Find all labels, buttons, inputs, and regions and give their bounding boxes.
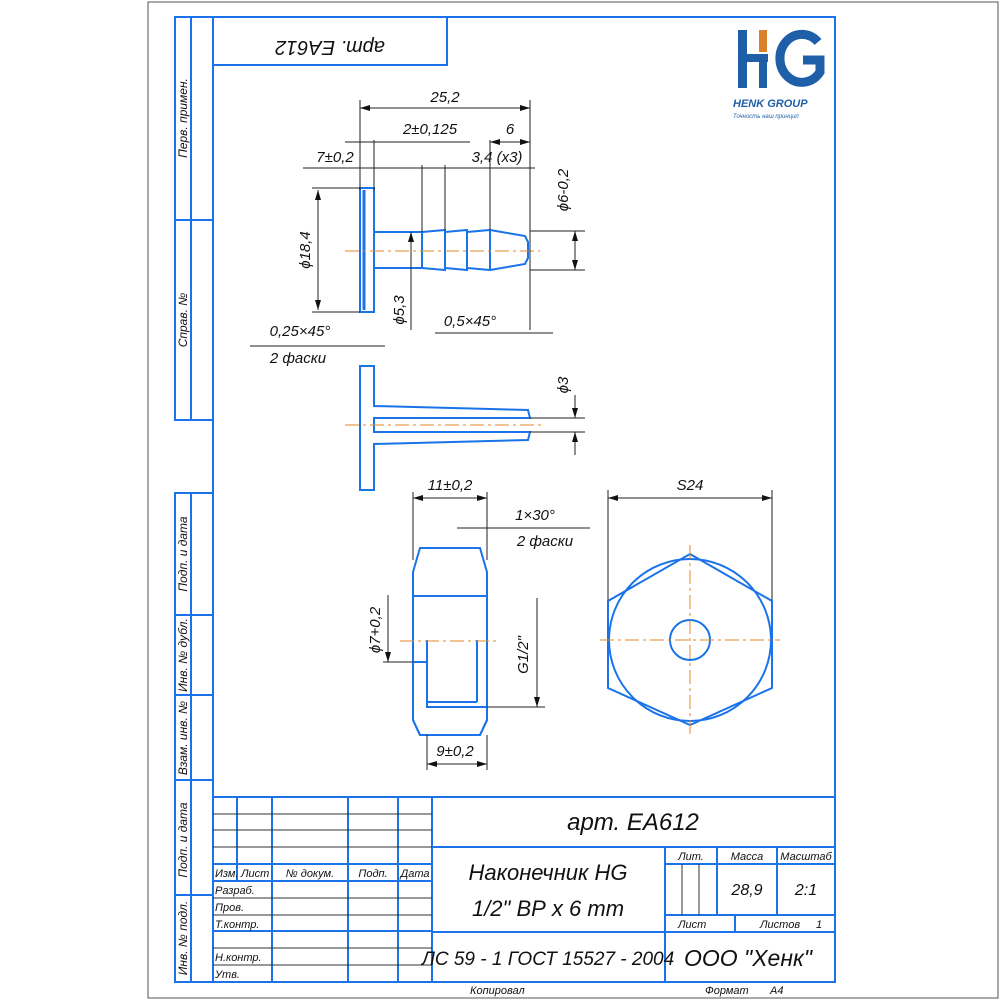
fitting-side-dimensions: 25,2 2±0,125 6 7±0,2 3,4 (x3) ϕ6-0,2 ϕ18… [250, 89, 585, 367]
format-label: Формат [705, 985, 749, 997]
article-number: арт. EA612 [567, 809, 699, 836]
format-value: A4 [769, 985, 783, 997]
scale-value: 2:1 [794, 882, 817, 899]
dim-chamfer-tip: 0,5×45° [444, 313, 496, 330]
dim-hex: S24 [677, 477, 704, 494]
part-name: Наконечник HG [468, 860, 627, 885]
dim-flange: 7±0,2 [316, 149, 354, 166]
dim-flange-diameter: ϕ18,4 [297, 231, 314, 269]
header-doc-no: № докум. [286, 868, 334, 880]
company: ООО "Хенк" [684, 945, 814, 971]
side-label: Инв. № дубл. [176, 618, 190, 692]
side-label: Подп. и дата [176, 802, 190, 877]
dim-nut-chamfer: 1×30° [515, 507, 555, 524]
side-label: Справ. № [176, 293, 190, 348]
header-sign: Подп. [358, 868, 387, 880]
dim-thread-depth: 9±0,2 [436, 743, 474, 760]
drawing-frame [174, 16, 836, 983]
side-label: Взам. инв. № [176, 701, 190, 775]
dim-groove: 2±0,125 [402, 121, 458, 138]
role-developer: Разраб. [215, 885, 255, 897]
logo-name: HENK GROUP [733, 98, 808, 110]
side-label: Подп. и дата [176, 516, 190, 591]
henk-group-logo: HENK GROUP Точность наш принцип [733, 29, 825, 120]
page-border [147, 1, 999, 999]
nut-section-view [400, 547, 500, 736]
dim-bore: ϕ3 [555, 376, 572, 393]
mass-label: Масса [731, 851, 764, 863]
material: ЛС 59 - 1 ГОСТ 15527 - 2004 [420, 949, 674, 970]
sheets-value: 1 [816, 919, 822, 931]
dim-shank-diameter: ϕ5,3 [391, 295, 408, 325]
fitting-side-view [345, 187, 540, 313]
side-strip-labels: Перв. примен. Справ. № Подп. и дата Инв.… [176, 78, 190, 975]
dim-tip-diameter: ϕ6-0,2 [555, 168, 572, 211]
top-stamp-text: арт. EA612 [275, 36, 385, 58]
header-izm: Изм. [215, 868, 238, 880]
nut-hex-view: S24 [600, 477, 780, 735]
dim-nut-chamfer-note: 2 фаски [516, 533, 574, 550]
copied-label: Копировал [470, 985, 525, 997]
dim-pitch: 3,4 (x3) [472, 149, 523, 166]
lit-label: Лит. [677, 851, 704, 863]
nut-dimensions: 11±0,2 1×30° 2 фаски ϕ7+0,2 G1/2" 9±0,2 [367, 477, 590, 770]
side-label: Перв. примен. [176, 78, 190, 158]
title-block-text: Изм. Лист № докум. Подп. Дата Разраб. Пр… [214, 809, 832, 997]
dim-thread: G1/2" [515, 635, 532, 674]
header-date: Дата [398, 868, 429, 880]
title-block [213, 796, 835, 982]
top-stamp-box [213, 17, 448, 66]
dim-nut-width: 11±0,2 [428, 477, 473, 494]
dim-chamfer-flange-note: 2 фаски [269, 350, 327, 367]
dim-tip: 6 [506, 121, 515, 138]
scale-label: Масштаб [780, 851, 832, 863]
role-tech-control: Т.контр. [215, 919, 259, 931]
role-checker: Пров. [215, 902, 244, 914]
role-norm-control: Н.контр. [215, 952, 262, 964]
sheets-label: Листов [759, 919, 800, 931]
mass-value: 28,9 [730, 882, 762, 899]
fitting-section-view: ϕ3 [345, 365, 585, 491]
dim-total-length: 25,2 [429, 89, 460, 106]
header-list: Лист [240, 868, 269, 880]
role-approved: Утв. [214, 969, 240, 981]
dim-nut-hole: ϕ7+0,2 [367, 606, 384, 653]
sheet-label: Лист [677, 919, 706, 931]
dim-chamfer-flange: 0,25×45° [270, 323, 331, 340]
part-spec: 1/2" ВР x 6 mm [472, 896, 624, 921]
side-label: Инв. № подл. [176, 901, 190, 975]
logo-slogan: Точность наш принцип [733, 114, 799, 120]
